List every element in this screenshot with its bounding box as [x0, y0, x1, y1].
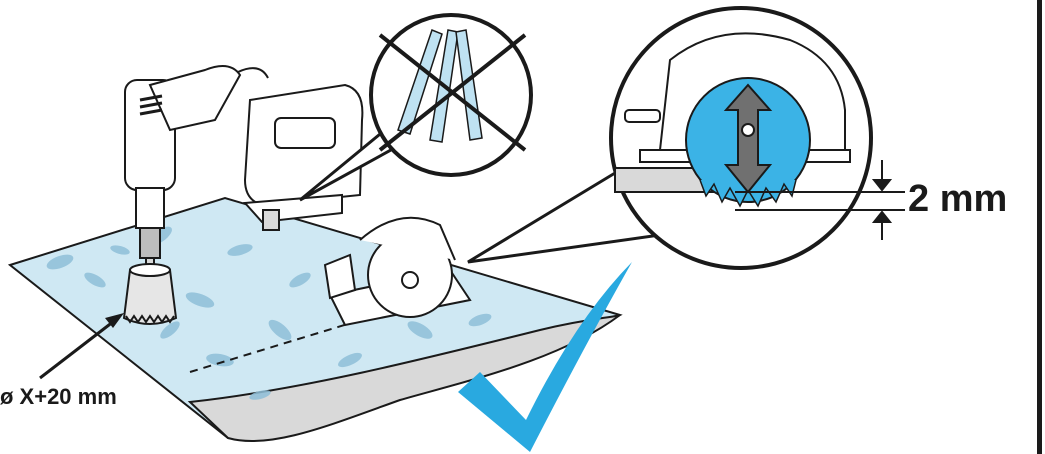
jigsaw: [245, 85, 362, 230]
frame-border: [1037, 0, 1042, 454]
hole-diameter-label: ø X+20 mm: [0, 384, 117, 410]
blade-depth-callout: [468, 8, 905, 268]
cut-depth-label: 2 mm: [908, 178, 1007, 221]
